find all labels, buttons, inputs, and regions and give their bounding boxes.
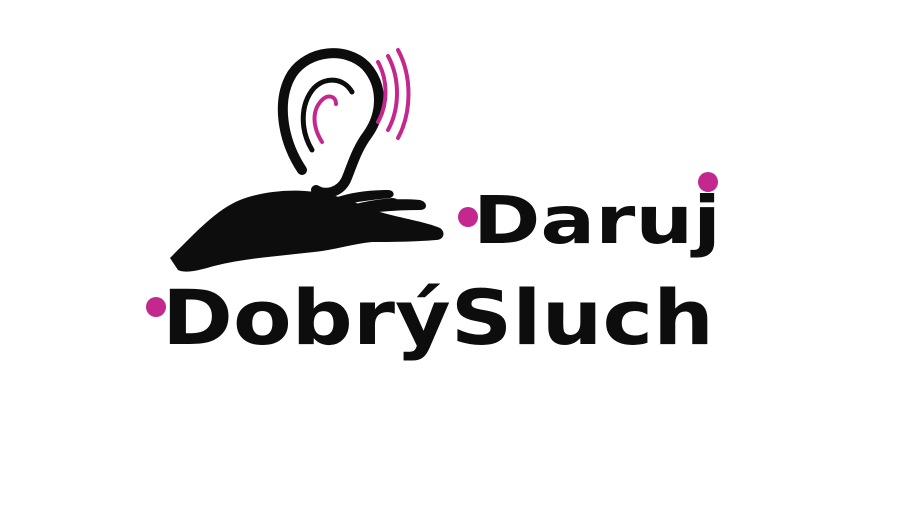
open-hand-icon [170, 190, 444, 272]
word-dobry-sluch: DobrýSluch [146, 273, 714, 362]
brand-word-bottom: DobrýSluch [162, 273, 714, 362]
word-daruj: Daruj [458, 172, 721, 259]
accent-dot [698, 172, 718, 192]
accent-dot [458, 207, 478, 227]
brand-word-top: Daruj [473, 182, 721, 259]
sound-waves-icon [376, 48, 411, 140]
ear-icon [277, 48, 384, 198]
accent-dot [146, 297, 166, 317]
